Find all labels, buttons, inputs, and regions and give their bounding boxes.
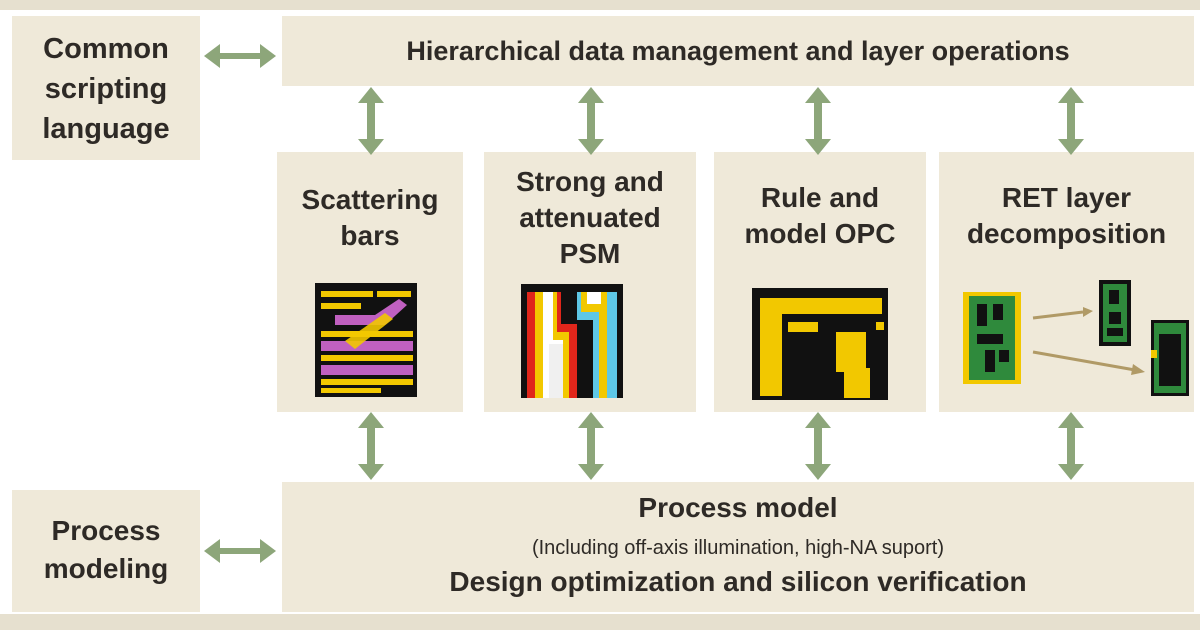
- ret-decomposition-layout-icon: [963, 280, 1189, 396]
- design-optimization-label: Design optimization and silicon verifica…: [449, 566, 1027, 597]
- data-to-opc-arrow: [805, 87, 831, 155]
- common-scripting-label: Common scripting language: [42, 33, 170, 145]
- ret-to-process-arrow: [1058, 412, 1084, 480]
- opc-layout-icon: [752, 288, 888, 400]
- opc-to-process-arrow: [805, 412, 831, 480]
- process-model-subtitle: (Including off-axis illumination, high-N…: [531, 537, 945, 559]
- process-model-box: Process model (Including off-axis illumi…: [282, 482, 1194, 612]
- data-to-psm-arrow: [578, 87, 604, 155]
- psm-label: Strong and attenuated PSM: [516, 166, 664, 269]
- process-modeling-box: Process modeling: [12, 490, 200, 612]
- data-to-scattering-arrow: [358, 87, 384, 155]
- common-scripting-box: Common scripting language: [12, 16, 200, 160]
- ret-decomposition-label: RET layer decomposition: [966, 182, 1167, 249]
- data-management-label: Hierarchical data management and layer o…: [406, 36, 1070, 66]
- psm-layout-icon: [521, 284, 623, 398]
- scattering-bars-label: Scattering bars: [301, 184, 439, 251]
- modeling-to-process-arrow: [204, 539, 276, 563]
- opc-label: Rule and model OPC: [744, 182, 896, 249]
- scripting-to-data-arrow: [204, 44, 276, 68]
- process-model-title: Process model: [638, 492, 838, 523]
- bottom-border: [0, 614, 1200, 630]
- psm-to-process-arrow: [578, 412, 604, 480]
- scattering-bars-layout-icon: [315, 283, 417, 397]
- process-modeling-label: Process modeling: [43, 515, 169, 584]
- data-management-box: Hierarchical data management and layer o…: [282, 16, 1194, 86]
- scattering-to-process-arrow: [358, 412, 384, 480]
- data-to-ret-arrow: [1058, 87, 1084, 155]
- top-border: [0, 0, 1200, 10]
